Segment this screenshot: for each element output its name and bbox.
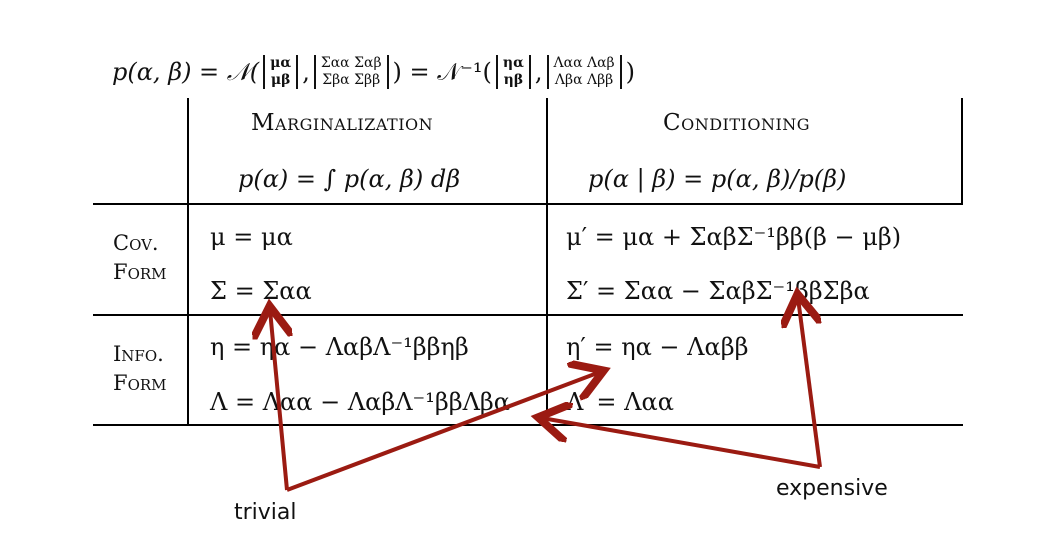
- row-label-line-2: Form: [113, 371, 167, 395]
- comma-2: ,: [534, 58, 543, 86]
- trivial-arrow-to-info-cond: [286, 372, 600, 492]
- trivial-arrow-to-cov-marg: [270, 310, 287, 491]
- column-formula-marginalization: p(α) = ∫ p(α, β) dβ: [238, 165, 461, 193]
- covariance-matrix: Σαα Σαβ Σβα Σββ: [313, 55, 389, 89]
- cov-row-2: Σβα Σββ: [322, 72, 381, 88]
- precision-matrix: Λαα Λαβ Λβα Λββ: [546, 55, 622, 89]
- horizontal-rule-1: [93, 203, 963, 205]
- info-top: ηα: [502, 55, 524, 71]
- row-label-line-1: Cov.: [113, 231, 159, 255]
- trivial-label: trivial: [234, 500, 297, 525]
- joint-distribution-formula: p(α, β) = 𝒩( μα μβ , Σαα Σαβ Σβα Σββ ) =…: [112, 46, 635, 98]
- row-label-information-form: Info. Form: [113, 340, 167, 398]
- expensive-arrow-to-cov-cond: [798, 298, 822, 468]
- formula-lhs: p(α, β) = 𝒩(: [112, 58, 260, 86]
- info-marg-lambda: Λ = Λαα − ΛαβΛ⁻¹ββΛβα: [210, 388, 511, 416]
- vertical-rule-right: [961, 98, 963, 204]
- horizontal-rule-3: [93, 424, 963, 426]
- prec-row-1: Λαα Λαβ: [553, 55, 615, 71]
- cov-marg-mean: μ = μα: [210, 223, 293, 251]
- row-label-line-2: Form: [113, 260, 167, 284]
- info-cond-eta: η′ = ηα − Λαββ: [566, 333, 749, 361]
- formula-end: ): [625, 58, 636, 86]
- column-formula-conditioning: p(α | β) = p(α, β)/p(β): [588, 165, 847, 193]
- expensive-arrow-to-info-marg: [542, 418, 821, 469]
- mean-bottom: μβ: [270, 72, 291, 88]
- prec-row-2: Λβα Λββ: [554, 72, 614, 88]
- horizontal-rule-2: [93, 314, 963, 316]
- cov-row-1: Σαα Σαβ: [320, 55, 382, 71]
- vertical-rule-left: [187, 98, 189, 426]
- information-vector: ηα ηβ: [495, 55, 531, 89]
- vertical-rule-middle: [546, 98, 548, 426]
- info-bottom: ηβ: [503, 72, 524, 88]
- formula-mid: ) = 𝒩⁻¹(: [392, 58, 492, 86]
- mean-vector: μα μβ: [263, 55, 299, 89]
- expensive-label: expensive: [776, 476, 888, 501]
- mean-top: μα: [270, 55, 292, 71]
- row-label-line-1: Info.: [113, 342, 164, 366]
- row-label-covariance-form: Cov. Form: [113, 229, 167, 287]
- comma: ,: [302, 58, 310, 86]
- cov-cond-mean: μ′ = μα + ΣαβΣ⁻¹ββ(β − μβ): [566, 223, 902, 251]
- column-title-marginalization: Marginalization: [251, 110, 434, 136]
- column-title-conditioning: Conditioning: [663, 110, 811, 136]
